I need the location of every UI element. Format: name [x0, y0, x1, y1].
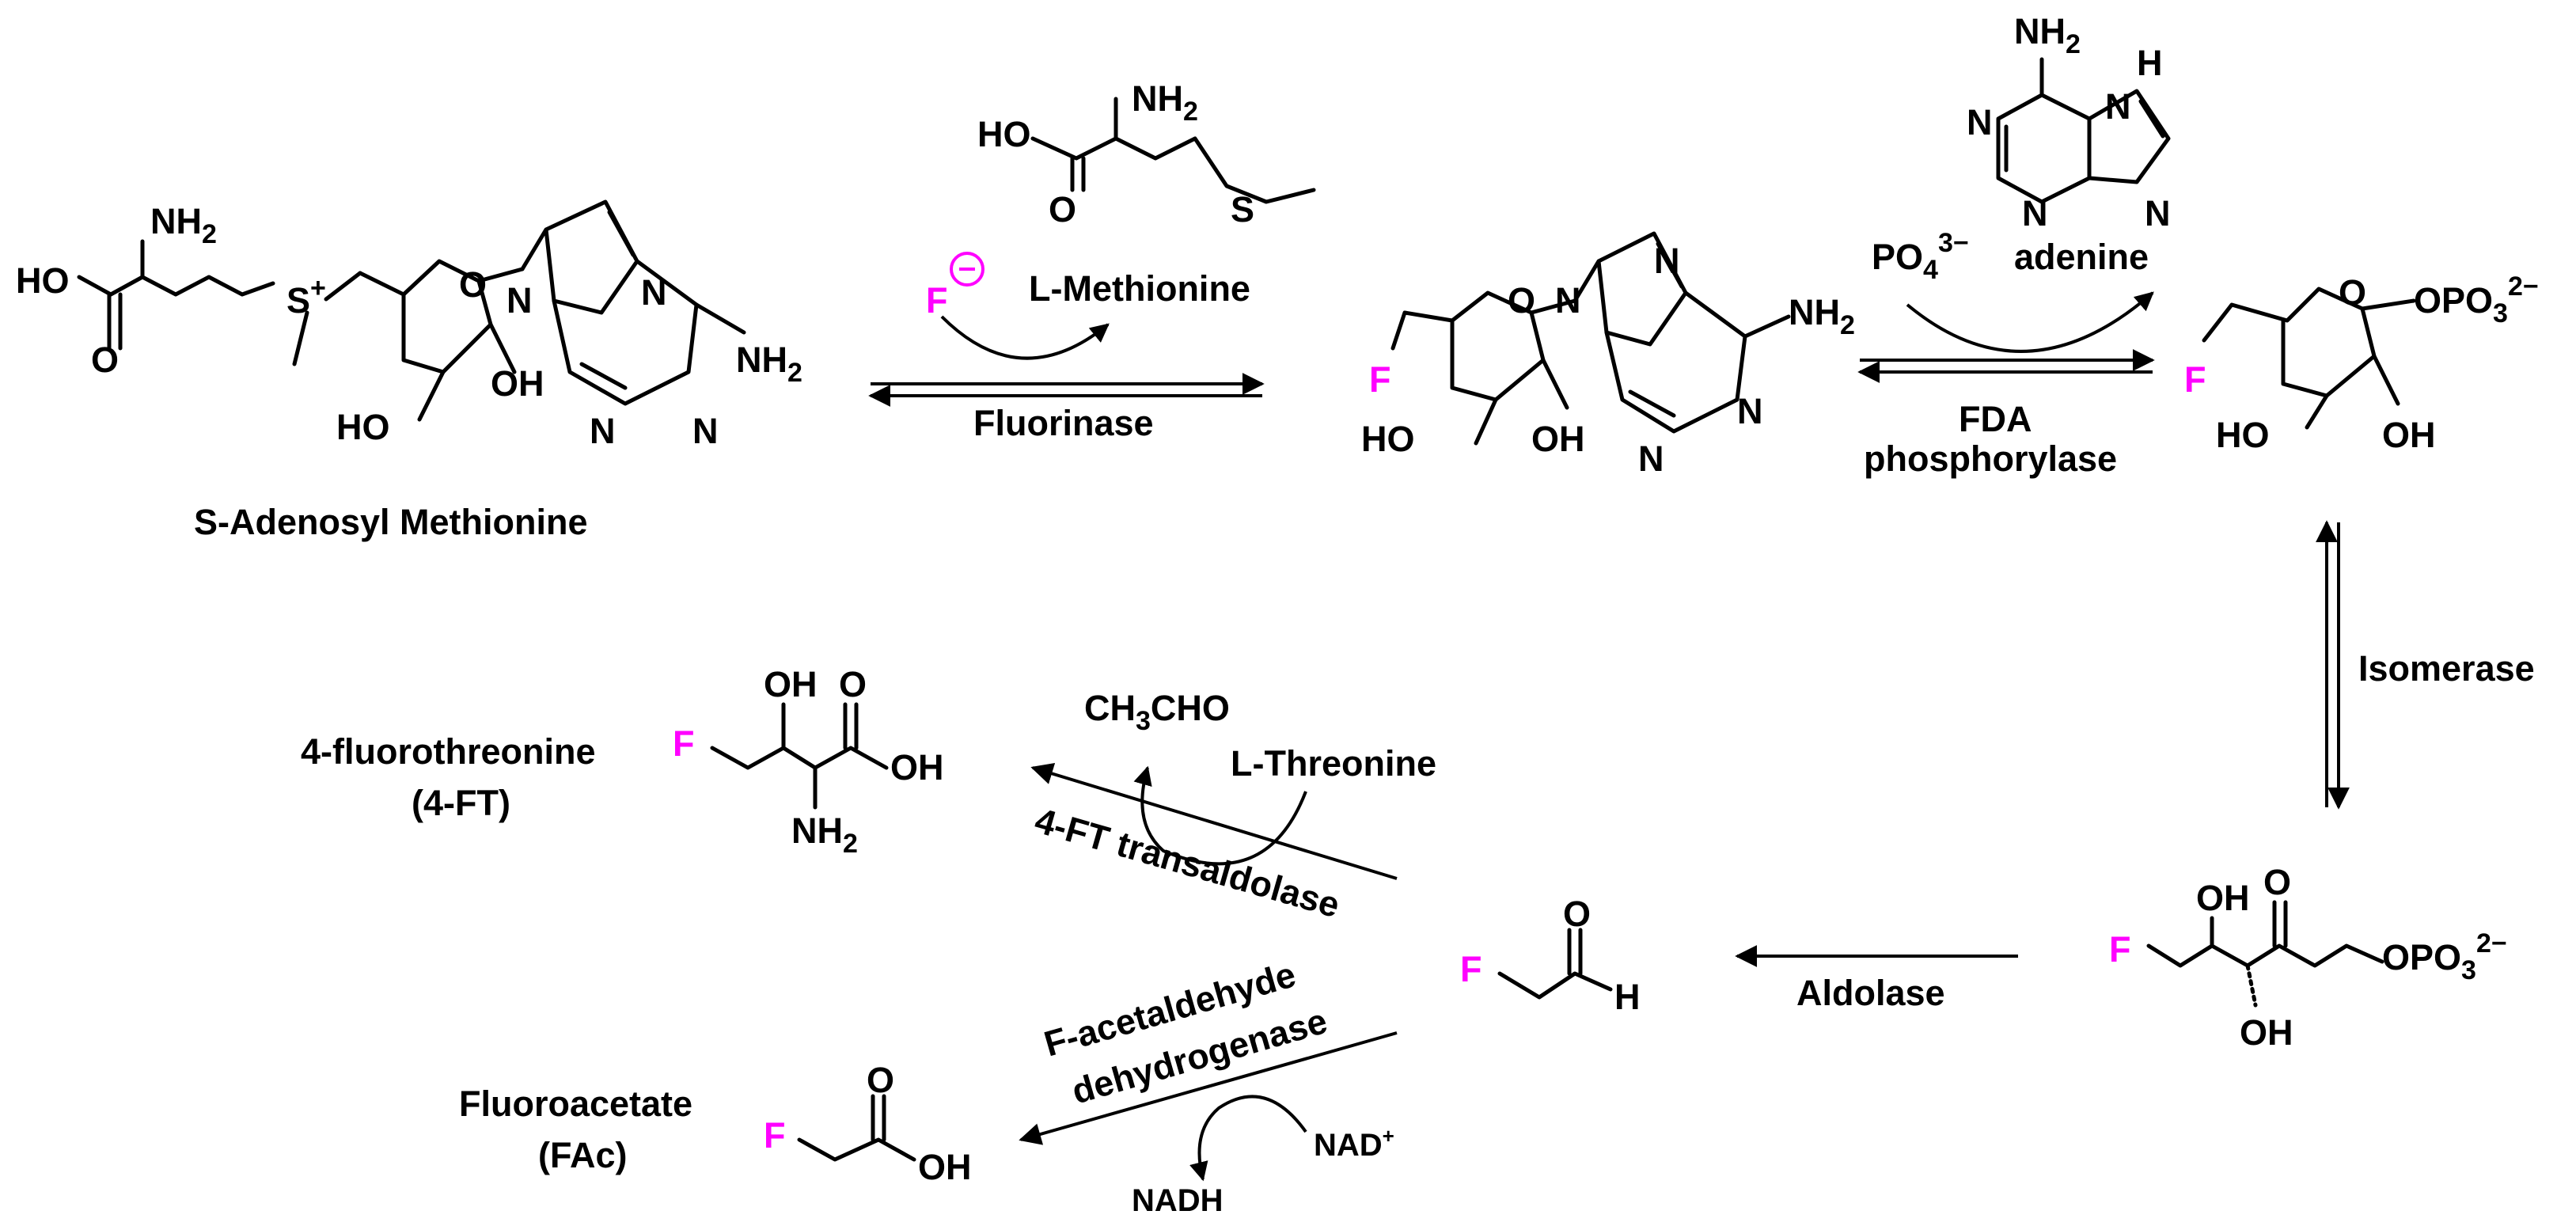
fourft-nh2: NH2	[791, 810, 858, 859]
fdrp-ring-o: O	[2339, 272, 2366, 313]
methionine-s: S	[1231, 189, 1254, 230]
fluoride-charge-circle	[950, 252, 984, 287]
sam-nh2-label: NH2	[150, 201, 217, 249]
phosphorylase-curved-arrow	[1906, 291, 2154, 353]
fdrulp-opo3: OPO32−	[2382, 928, 2507, 985]
sam-ring-o: O	[459, 264, 487, 305]
fdrulp-fluorine: F	[2109, 929, 2131, 970]
fluoroacetate-structure	[797, 1094, 916, 1162]
sam-carbonyl-o: O	[91, 340, 119, 380]
methionine-nh2: NH2	[1132, 78, 1198, 127]
adenine-structure	[1996, 57, 2171, 204]
fda-n1: N	[1737, 391, 1763, 431]
sam-structure	[77, 199, 746, 422]
fdrp-ho: HO	[2216, 415, 2270, 455]
nadh-label: NADH	[1132, 1183, 1224, 1218]
sam-n1: N	[692, 411, 719, 451]
sam-n3: N	[590, 411, 616, 451]
fda-phosphorylase-label-1: FDA	[1959, 399, 2032, 439]
sam-n9: N	[506, 280, 533, 321]
fda-phosphorylase-label-2: phosphorylase	[1864, 438, 2117, 479]
adenine-n9: N	[2145, 193, 2171, 233]
fda-oh: OH	[1531, 419, 1585, 459]
fourft-name: 4-fluorothreonine	[301, 731, 595, 772]
transaldolase-arrow	[1030, 762, 1398, 880]
fda-ring-o: O	[1508, 280, 1535, 321]
fdrulp-oh-top: OH	[2196, 878, 2250, 918]
fdrulp-carbonyl-o: O	[2263, 862, 2291, 902]
fourft-oh: OH	[764, 664, 818, 704]
fdrp-oh: OH	[2382, 415, 2436, 455]
fluoride-ion: F	[926, 280, 948, 321]
fluorinase-label: Fluorinase	[973, 403, 1154, 443]
adenine-nh2: NH2	[2014, 11, 2081, 59]
fourft-structure	[710, 702, 889, 810]
fluoroacetaldehyde-fluorine: F	[1460, 949, 1482, 989]
phosphate-label: PO43−	[1872, 228, 1969, 285]
fdrulp-structure	[2146, 900, 2384, 1008]
fda-ho: HO	[1361, 419, 1415, 459]
dehydrogenase-arrow	[1019, 1031, 1398, 1145]
methionine-ho: HO	[977, 114, 1031, 154]
fda-n7: N	[1654, 241, 1680, 281]
fourft-carbonyl-o: O	[839, 664, 867, 704]
acetaldehyde-label: CH3CHO	[1084, 688, 1230, 736]
fda-nh2: NH2	[1789, 292, 1855, 340]
fdrp-opo3: OPO32−	[2414, 271, 2539, 328]
adenine-name: adenine	[2014, 237, 2149, 277]
fdrulp-oh-bottom: OH	[2240, 1012, 2293, 1053]
sam-n7: N	[641, 272, 667, 313]
sam-sulfonium-s: S+	[286, 273, 326, 321]
transaldolase-label: 4-FT transaldolase	[1030, 800, 1344, 926]
methionine-carbonyl-o: O	[1049, 189, 1076, 230]
fdrp-fluorine: F	[2184, 359, 2206, 400]
fluorinase-curved-arrow	[940, 315, 1110, 360]
methionine-name: L-Methionine	[1029, 268, 1250, 309]
sam-adenine-nh2: NH2	[736, 340, 802, 388]
transaldolase-curved-arrow	[1133, 765, 1307, 866]
fluoroacetate-abbreviation: (FAc)	[538, 1135, 628, 1175]
fda-structure	[1390, 231, 1791, 446]
fourft-cooh: OH	[890, 747, 944, 788]
aldolase-label: Aldolase	[1796, 973, 1945, 1013]
fluoroacetaldehyde-h: H	[1614, 977, 1641, 1017]
adenine-n7: N	[2105, 86, 2131, 127]
adenine-h: H	[2137, 43, 2163, 83]
fluoroacetate-oh: OH	[918, 1147, 972, 1187]
dehydrogenase-curved-arrow	[1189, 1095, 1307, 1182]
fluoroacetaldehyde-o: O	[1563, 894, 1591, 934]
fourft-fluorine: F	[673, 723, 695, 764]
fluoroacetaldehyde-structure	[1497, 928, 1613, 1000]
sam-ribose-ho: HO	[336, 407, 390, 447]
sam-ho-label: HO	[16, 260, 70, 301]
fdrp-structure	[2202, 287, 2416, 430]
sam-ribose-oh: OH	[491, 363, 544, 404]
adenine-n3: N	[2022, 193, 2048, 233]
adenine-n1: N	[1967, 102, 1993, 142]
sam-name: S-Adenosyl Methionine	[194, 502, 588, 542]
nad-label: NAD+	[1314, 1124, 1394, 1163]
isomerase-label: Isomerase	[2358, 648, 2535, 689]
fluoroacetate-carbonyl-o: O	[867, 1060, 894, 1100]
fluoroacetate-name: Fluoroacetate	[459, 1084, 692, 1124]
fda-fluorine: F	[1369, 359, 1391, 400]
fluoroacetate-fluorine: F	[764, 1115, 786, 1156]
fda-n3: N	[1638, 438, 1664, 479]
methionine-structure	[1030, 97, 1316, 204]
fourft-abbreviation: (4-FT)	[412, 783, 510, 823]
fda-n9: N	[1555, 280, 1581, 321]
threonine-label: L-Threonine	[1231, 743, 1436, 784]
